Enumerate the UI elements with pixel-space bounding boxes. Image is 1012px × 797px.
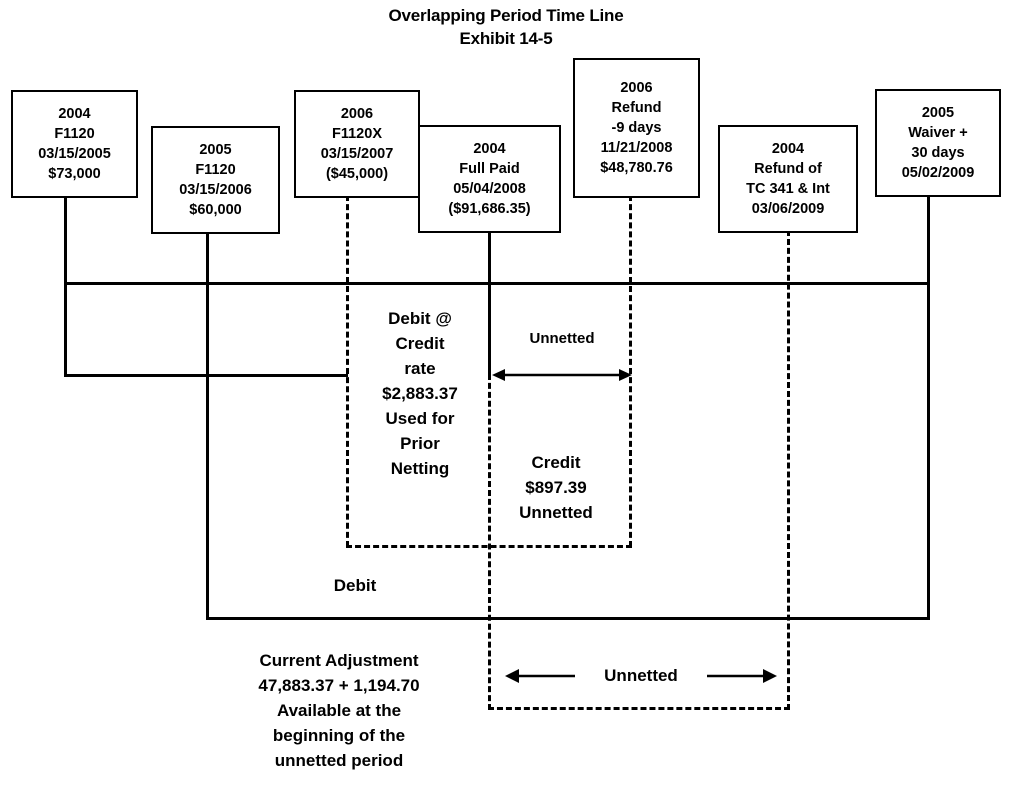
event-line: ($45,000): [325, 166, 389, 182]
event-box-2005-waiver[interactable]: 2005 Waiver + 30 days 05/02/2009: [875, 89, 1001, 197]
arrow-unnetted-lower: [505, 663, 777, 689]
stem-2004-f1120: [64, 195, 67, 376]
stem-2004-refund-tc341: [787, 230, 790, 710]
event-line: Refund of: [754, 161, 822, 177]
annotation-unnetted-upper: Unnetted: [529, 330, 595, 347]
event-box-2006-f1120x[interactable]: 2006 F1120X 03/15/2007 ($45,000): [294, 90, 420, 198]
event-line: 03/15/2007: [320, 146, 394, 162]
event-line: 03/15/2005: [38, 146, 111, 162]
event-line: 2006: [620, 80, 653, 96]
annotation-credit-unnetted: Credit $897.39 Unnetted: [519, 453, 593, 522]
page-subtitle: Exhibit 14-5: [459, 29, 553, 48]
event-line: Full Paid: [459, 161, 520, 177]
stem-2006-refund: [629, 195, 632, 547]
event-line: 05/02/2009: [901, 165, 975, 181]
event-line: 2004: [58, 106, 91, 122]
event-line: ($91,686.35): [448, 201, 531, 217]
event-line: 2005: [921, 105, 955, 121]
event-box-2006-refund[interactable]: 2006 Refund -9 days 11/21/2008 $48,780.7…: [573, 58, 700, 198]
event-line: $60,000: [189, 202, 242, 218]
annotation-debit: Debit: [333, 576, 377, 595]
stem-2004-full-paid: [488, 230, 491, 376]
event-line: $48,780.76: [600, 160, 673, 176]
annotation-unnetted-lower: Unnetted: [575, 663, 707, 688]
event-line: 2006: [340, 106, 374, 122]
stem-2005-f1120: [206, 232, 209, 620]
period-line-bottom: [206, 617, 930, 620]
arrow-unnetted-upper: [492, 364, 632, 386]
event-line: 2005: [199, 142, 232, 158]
event-line: 03/15/2006: [179, 182, 252, 198]
event-line: 30 days: [911, 145, 965, 161]
event-box-2004-f1120[interactable]: 2004 F1120 03/15/2005 $73,000: [11, 90, 138, 198]
event-line: $73,000: [48, 166, 101, 182]
event-line: 05/04/2008: [453, 181, 526, 197]
event-line: 2004: [771, 141, 805, 157]
stem-2006-f1120x: [346, 195, 349, 547]
stem-2004-full-paid-dashed: [488, 374, 491, 710]
event-line: 11/21/2008: [600, 140, 673, 156]
event-box-2005-f1120[interactable]: 2005 F1120 03/15/2006 $60,000: [151, 126, 280, 234]
period-line-2004: [64, 374, 348, 377]
annotation-debit-credit-rate: Debit @ Credit rate $2,883.37 Used for P…: [382, 309, 458, 478]
dashed-region-lower-bottom: [488, 707, 790, 710]
dashed-region-upper-bottom: [346, 545, 632, 548]
event-line: 2004: [473, 141, 506, 157]
event-line: -9 days: [611, 120, 662, 136]
event-box-2004-full-paid[interactable]: 2004 Full Paid 05/04/2008 ($91,686.35): [418, 125, 561, 233]
event-line: TC 341 & Int: [746, 181, 830, 197]
event-line: 03/06/2009: [751, 201, 825, 217]
event-line: Waiver +: [908, 125, 968, 141]
annotation-current-adjustment: Current Adjustment 47,883.37 + 1,194.70 …: [258, 651, 420, 770]
event-line: F1120X: [332, 126, 382, 142]
page-title: Overlapping Period Time Line: [388, 6, 624, 25]
stem-2005-waiver: [927, 194, 930, 620]
event-box-2004-refund-tc341[interactable]: 2004 Refund of TC 341 & Int 03/06/2009: [718, 125, 858, 233]
event-line: F1120: [195, 162, 236, 178]
event-line: F1120: [54, 126, 95, 142]
event-line: Refund: [611, 100, 662, 116]
period-line-top: [64, 282, 930, 285]
